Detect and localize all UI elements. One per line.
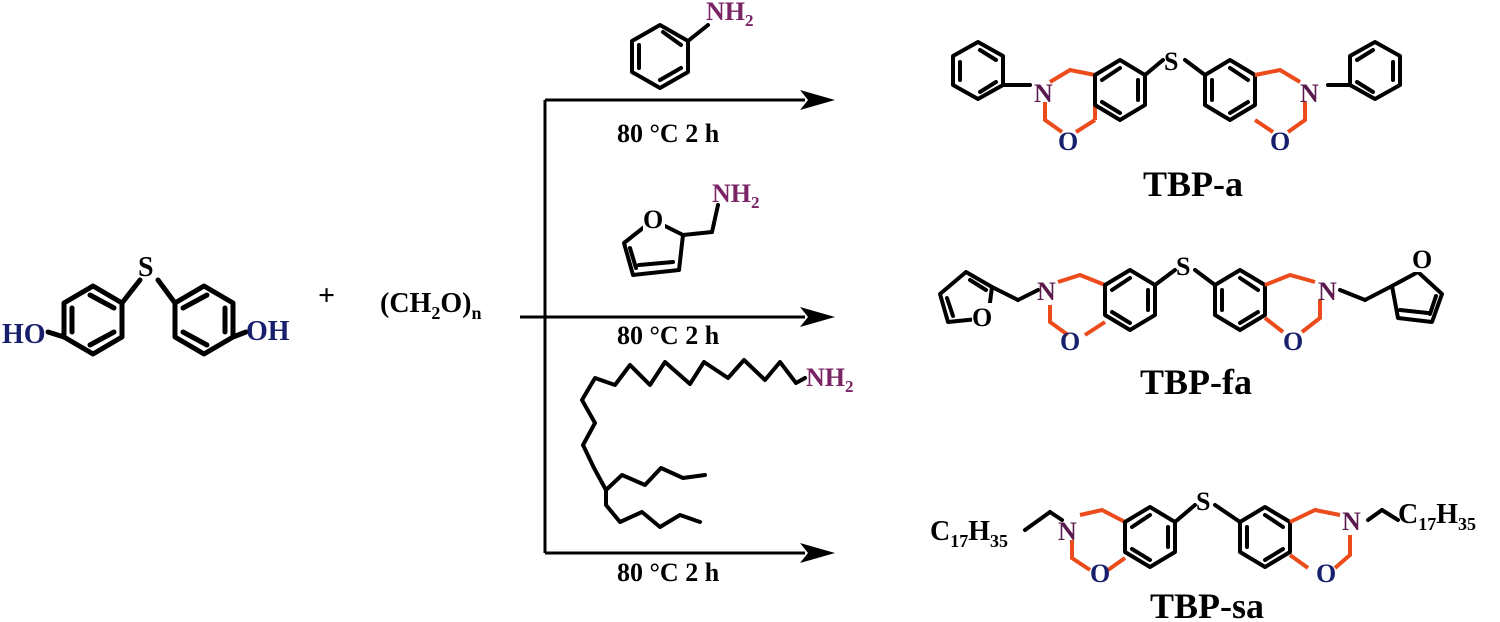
tbp-a-n-right: N [1300,79,1319,108]
product-name-tbp-a: TBP-a [1143,164,1243,204]
arrow-head-top [800,90,835,110]
tbp-a-o-right: O [1270,127,1290,156]
tbp-sa-s: S [1196,487,1210,516]
tbp-sa-alkyl-right: C17H35 [1398,499,1476,534]
tbp-fa-furan-o-left: O [972,303,992,332]
tbp-a-s: S [1164,47,1178,76]
tbp-fa-n-left: N [1037,277,1056,306]
tbp-sa-benzene-left [1123,505,1177,569]
condition-middle: 80 °C 2 h [617,321,720,350]
furan-ring-amine [622,218,685,277]
tbp-fa-o-left: O [1060,327,1080,356]
product-tbp-fa-structure: O O N O S N O [938,245,1444,356]
tbp-fa-s: S [1176,252,1190,281]
furfurylamine-nh2-label: NH2 [712,179,760,212]
reaction-arrows [520,90,835,563]
thiodiphenol-structure: S HO OH [2,252,290,357]
tbp-fa-o-right: O [1283,327,1303,356]
tbp-fa-n-right: N [1318,277,1337,306]
tbp-a-phenyl-left [951,40,1005,101]
tbp-a-benzene-left [1093,58,1147,122]
product-name-tbp-sa: TBP-sa [1150,586,1264,622]
tbp-sa-benzene-right [1238,505,1292,569]
tbp-a-phenyl-right [1348,40,1402,101]
tbp-a-benzene-right [1203,58,1257,122]
aniline-nh2-label: NH2 [706,0,754,30]
furfurylamine-structure: O NH2 [622,179,760,277]
tbp-fa-furan-right [1390,270,1444,324]
tbp-sa-o-left: O [1090,559,1110,588]
stearyl-chain [580,358,807,492]
tbp-sa-alkyl-left: C17H35 [930,516,1008,551]
tbp-fa-benzene-right [1213,268,1267,332]
tbp-fa-furan-left [938,270,994,324]
sulfur-label: S [138,252,154,283]
condition-top: 80 °C 2 h [617,119,720,148]
arrow-head-bottom [800,543,835,563]
aniline-structure: NH2 [630,0,754,90]
plus-sign: + [318,279,335,312]
hydroxyl-right-label: OH [246,316,290,347]
stearyl-chain-tail [604,488,702,529]
paraformaldehyde-label: (CH2O)n [380,288,481,323]
tbp-sa-o-right: O [1316,559,1336,588]
stearylamine-structure: NH2 [580,358,854,529]
condition-bottom: 80 °C 2 h [617,558,720,587]
tbp-fa-benzene-left [1103,268,1157,332]
tbp-a-n-left: N [1034,79,1053,108]
product-tbp-a-structure: N O S N O [951,40,1402,156]
tbp-fa-furan-o-right: O [1412,245,1432,274]
tbp-a-o-left: O [1058,127,1078,156]
tbp-sa-n-left: N [1058,517,1077,546]
product-tbp-sa-structure: C17H35 N O S N O C17H35 [930,487,1476,588]
hydroxyl-left-label: HO [2,319,46,350]
furan-oxygen-label: O [643,205,663,234]
tbp-sa-n-right: N [1342,507,1361,536]
stearylamine-nh2-label: NH2 [806,363,854,396]
arrow-head-middle [800,307,835,327]
product-name-tbp-fa: TBP-fa [1140,362,1252,402]
